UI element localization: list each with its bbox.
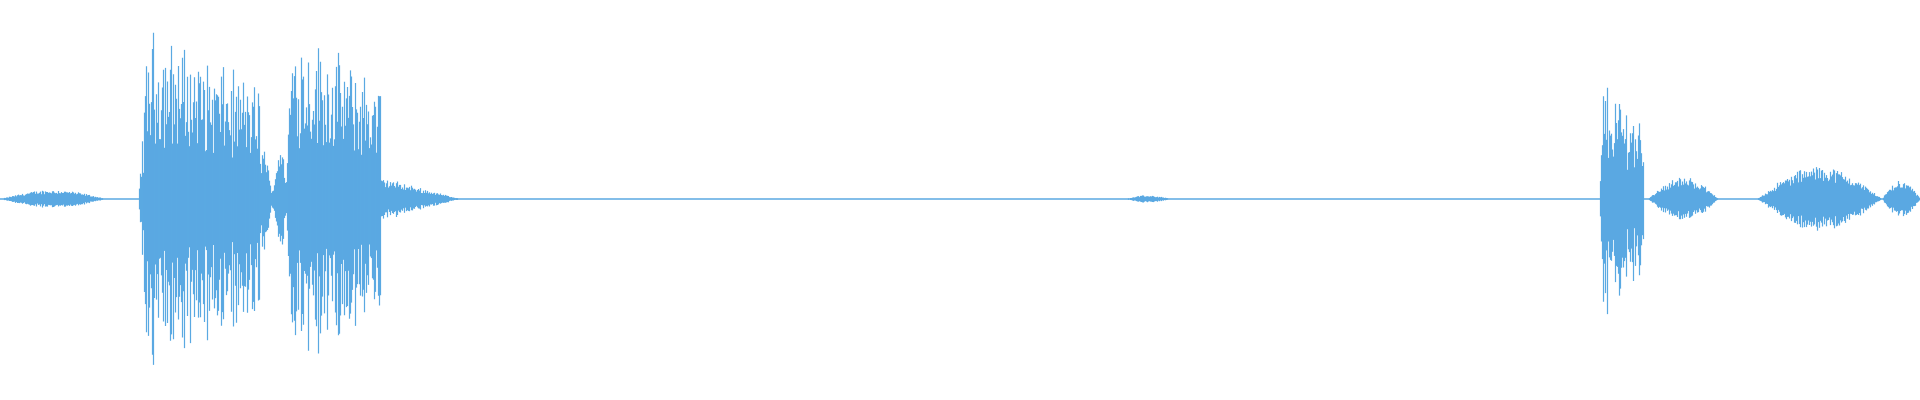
waveform-bars [3,32,1920,365]
